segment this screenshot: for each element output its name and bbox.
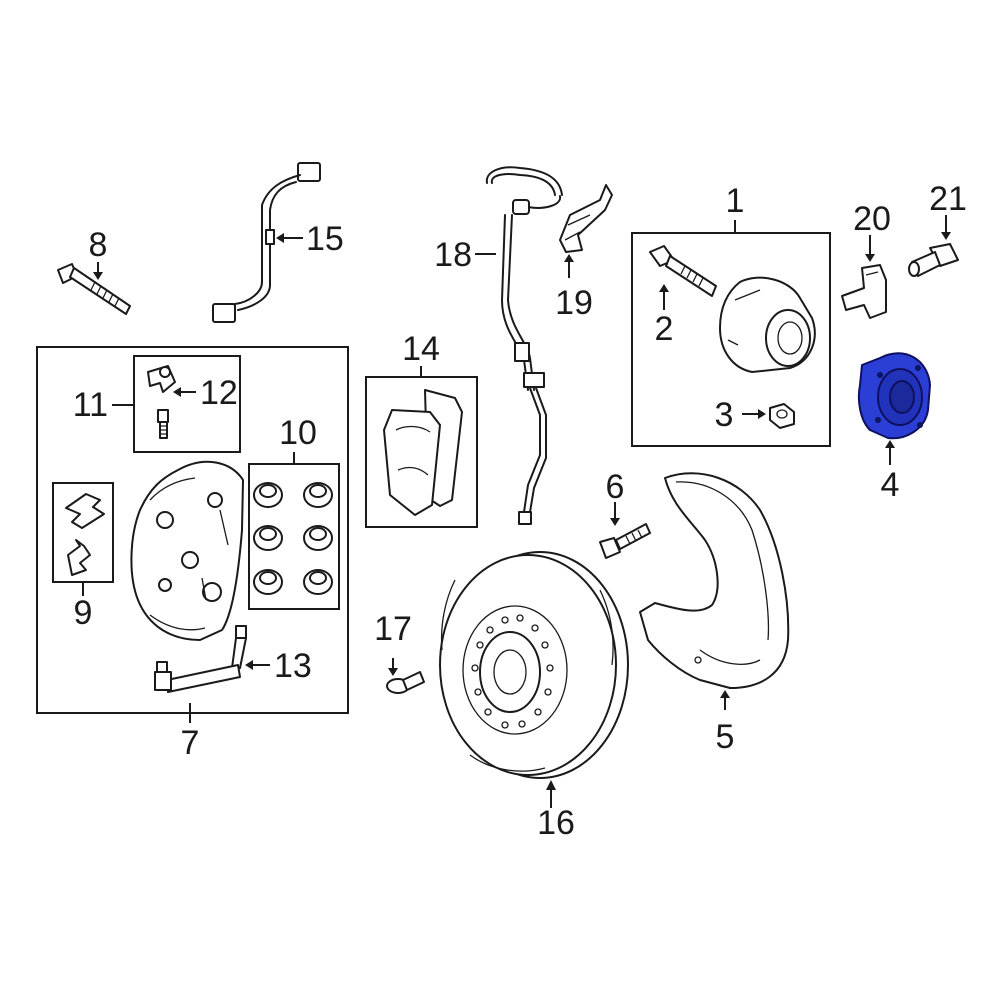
callout-9: 9	[74, 594, 93, 632]
bracket-part-11[interactable]	[147, 365, 176, 393]
callout-2: 2	[655, 310, 674, 348]
caliper-part-7[interactable]	[130, 460, 244, 641]
callout-5: 5	[716, 718, 735, 756]
piston-seals-part-10[interactable]	[253, 482, 333, 595]
bleeder-part-12[interactable]	[157, 409, 169, 439]
callout-6: 6	[606, 468, 625, 506]
hose-part-13[interactable]	[154, 625, 247, 693]
bolt-part-2[interactable]	[649, 245, 717, 297]
rotor-holes	[471, 614, 554, 729]
guide-bolt-part-8[interactable]	[57, 263, 131, 315]
caliper-kit-box	[36, 346, 349, 714]
brake-pads-part-14[interactable]	[383, 389, 463, 516]
callout-13: 13	[274, 647, 312, 685]
bolt-part-6[interactable]	[599, 523, 651, 559]
hub-part-4[interactable]	[857, 352, 931, 440]
callout-14: 14	[402, 330, 440, 368]
callout-3: 3	[715, 396, 734, 434]
seal-4	[303, 525, 333, 551]
callout-19: 19	[555, 284, 593, 322]
rotor-part-16[interactable]	[439, 551, 629, 779]
hub-bearing-box	[631, 232, 831, 447]
callout-4: 4	[881, 466, 900, 504]
hub-bearing-part-1[interactable]	[719, 276, 816, 373]
wear-sensor-part-15[interactable]	[212, 162, 321, 323]
callout-20: 20	[853, 200, 891, 238]
screw-part-17[interactable]	[386, 671, 425, 694]
seal-2	[303, 482, 333, 508]
callout-21: 21	[929, 180, 967, 218]
callout-1: 1	[726, 182, 745, 220]
callout-8: 8	[89, 226, 108, 264]
callout-15: 15	[306, 220, 344, 258]
callout-12: 12	[200, 374, 238, 412]
seal-5	[253, 569, 283, 595]
callout-7: 7	[181, 724, 200, 762]
seal-6	[303, 569, 333, 595]
dust-shield-part-5[interactable]	[639, 472, 790, 689]
callout-10: 10	[279, 414, 317, 452]
sensor-part-20[interactable]	[841, 264, 887, 319]
callout-18: 18	[434, 236, 472, 274]
seal-3	[253, 525, 283, 551]
clip-part-19[interactable]	[559, 184, 613, 253]
callout-16: 16	[537, 804, 575, 842]
seal-1	[253, 482, 283, 508]
callout-11: 11	[73, 386, 108, 424]
clip-part-9[interactable]	[65, 493, 105, 576]
bolt-part-21[interactable]	[908, 243, 959, 277]
brake-line-part-18[interactable]	[485, 166, 563, 525]
nut-part-3[interactable]	[769, 403, 795, 429]
callout-17: 17	[374, 610, 412, 648]
